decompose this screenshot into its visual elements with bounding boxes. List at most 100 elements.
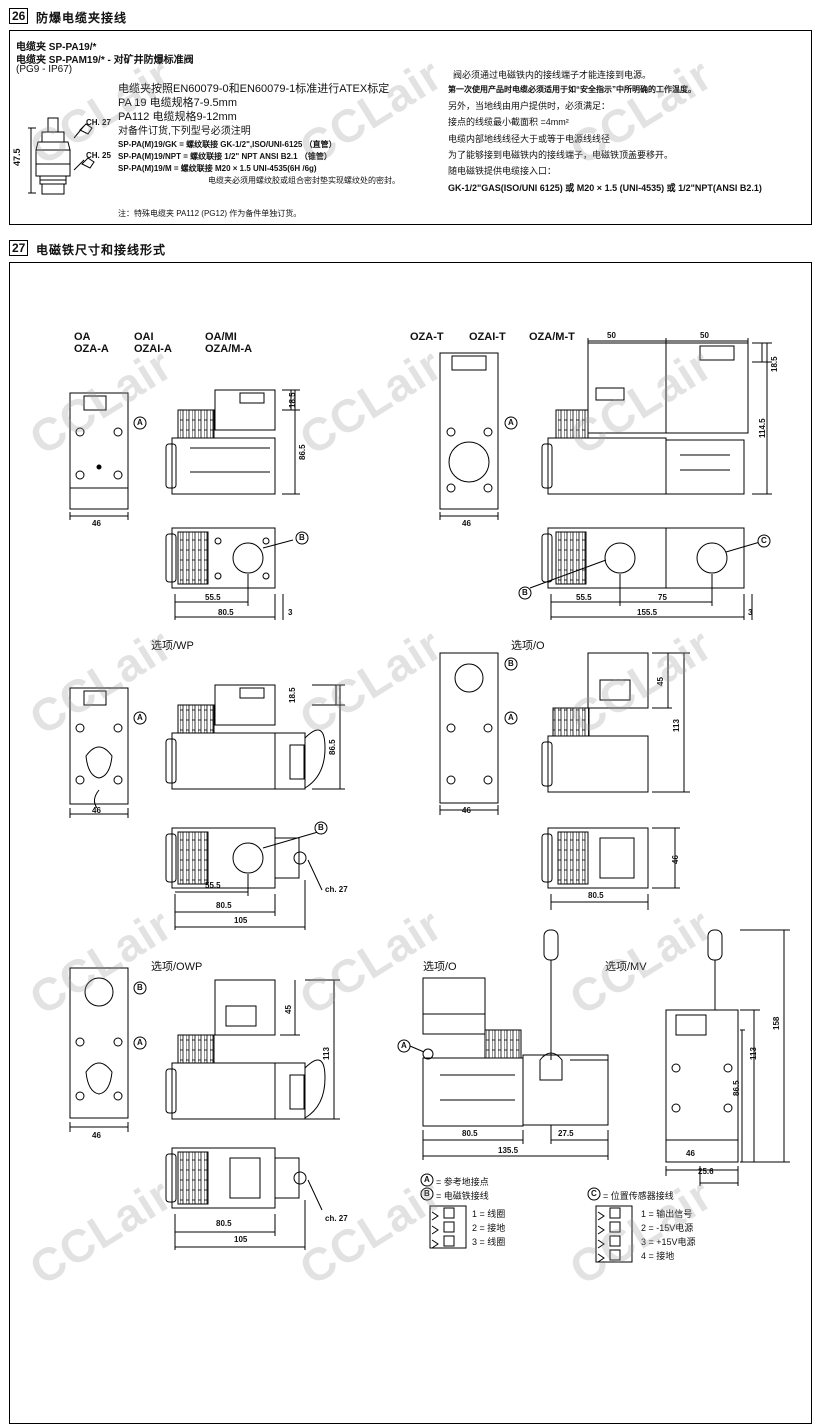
label-oza-a: OZA-A (74, 343, 109, 355)
label-oai: OAI (134, 331, 154, 343)
dim-ozat-18-5: 18.5 (770, 356, 779, 372)
wiring-note-1: 阀必须通过电磁铁内的接线端子才能连接到电源。 (453, 70, 652, 80)
dim-ozat-50-b: 50 (700, 331, 709, 340)
legend-b-item-3: 3 = 线圈 (472, 1237, 506, 1247)
dim-oa-3: 3 (288, 608, 293, 617)
wp-side-view (165, 684, 345, 790)
wiring-note-8: GK-1/2"GAS(ISO/UNI 6125) 或 M20 × 1.5 (UN… (448, 183, 762, 193)
gland-heading-1: 电缆夹 SP-PA19/* (16, 42, 97, 53)
section-number-27: 27 (9, 240, 29, 256)
opt-o-side-view (541, 652, 690, 793)
owp-front-view (69, 967, 129, 1132)
ozat-top-view (529, 527, 761, 620)
label-option-owp: 选项/OWP (151, 961, 203, 973)
dim-ozat-55-5: 55.5 (576, 593, 592, 602)
dim-oa-80-5: 80.5 (218, 608, 234, 617)
label-ozai-a: OZAI-A (134, 343, 172, 355)
dim-mv-158: 158 (772, 1016, 781, 1030)
dim-owp-ch27: ch. 27 (325, 1214, 348, 1223)
dim-lever-27-5: 27.5 (558, 1129, 574, 1138)
dim-wp-105: 105 (234, 916, 248, 925)
dim-wp-width-46: 46 (92, 806, 101, 815)
dim-owp-105: 105 (234, 1235, 248, 1244)
legend-b-item-2: 2 = 接地 (472, 1223, 506, 1233)
legend-b-item-1: 1 = 线圈 (472, 1209, 506, 1219)
marker-a: A (137, 713, 143, 722)
dim-oa-55-5: 55.5 (205, 593, 221, 602)
dim-ozat-width-46: 46 (462, 519, 471, 528)
marker-b: B (318, 823, 324, 832)
section-title-27: 电磁铁尺寸和接线形式 (36, 243, 167, 257)
legend-marker-a: A (424, 1175, 430, 1184)
legend-c-item-4: 4 = 接地 (641, 1251, 675, 1261)
ozat-front-view (439, 352, 499, 520)
legend-marker-b: B (424, 1189, 430, 1198)
legend-c-item-2: 2 = -15V电源 (641, 1223, 694, 1233)
label-option-wp: 选项/WP (151, 640, 194, 652)
oa-top-view (165, 527, 294, 620)
dim-ozat-50-a: 50 (607, 331, 616, 340)
opt-o-front-view (439, 652, 499, 815)
marker-circles (133, 416, 771, 1201)
dim-mv-46: 46 (686, 1149, 695, 1158)
dim-owp-113: 113 (322, 1047, 331, 1060)
section-title-26: 防爆电缆夹接线 (36, 11, 128, 25)
legend-marker-c: C (591, 1189, 597, 1198)
label-oza-m-a: OZA/M-A (205, 343, 253, 355)
dim-wp-80-5: 80.5 (216, 901, 232, 910)
marker-b: B (522, 588, 528, 597)
oa-side-view (165, 389, 300, 495)
dim-mv-86-5: 86.5 (732, 1080, 741, 1096)
dim-oa-width-46: 46 (92, 519, 101, 528)
legend-b-text: = 电磁铁接线 (436, 1191, 489, 1201)
legend-a-text: = 参考地接点 (436, 1177, 489, 1187)
gland-desc-3: PA112 电缆规格9-12mm (118, 111, 237, 123)
dim-owp-width-46: 46 (92, 1131, 101, 1140)
legend-c-text: = 位置传感器接线 (603, 1191, 674, 1201)
dim-mv-113: 113 (749, 1047, 758, 1060)
order-code-gk: SP-PA(M)19/GK = 螺纹联接 GK-1/2",ISO/UNI-612… (118, 140, 337, 149)
marker-b: B (299, 533, 305, 542)
dim-wp-86-5: 86.5 (328, 739, 337, 755)
marker-b: B (508, 659, 514, 668)
marker-a: A (137, 418, 143, 427)
label-oza-t: OZA-T (410, 331, 444, 343)
dim-wp-ch27: ch. 27 (325, 885, 348, 894)
dim-ozat-155-5: 155.5 (637, 608, 658, 617)
special-gland-note: 注：特殊电缆夹 PA112 (PG12) 作为备件单独订货。 (118, 209, 302, 218)
owp-top-view (165, 1147, 323, 1250)
cable-gland-panel (9, 30, 812, 225)
gland-ch25-label: CH. 25 (86, 151, 111, 160)
wiring-note-7: 随电磁铁提供电缆接入口： (448, 166, 557, 176)
legend-c-item-3: 3 = +15V电源 (641, 1237, 696, 1247)
wiring-note-5: 电缆内部地线线径大于或等于电源线线径 (448, 134, 611, 144)
dim-lever-80-5: 80.5 (462, 1129, 478, 1138)
dim-ozat-75: 75 (658, 593, 667, 602)
dim-wp-55-5: 55.5 (205, 881, 221, 890)
dim-ozat-3: 3 (748, 608, 753, 617)
gland-desc-2: PA 19 电缆规格7-9.5mm (118, 97, 237, 109)
wp-top-view (165, 827, 323, 930)
opt-mv-view (665, 929, 790, 1186)
order-code-m: SP-PA(M)19/M = 螺纹联接 M20 × 1.5 UNI-4535(6… (118, 164, 317, 173)
order-note-seal: 电缆夹必须用螺纹胶或组合密封垫实现螺纹处的密封。 (208, 176, 400, 185)
gland-heading-2: 电缆夹 SP-PAM19/* - 对矿井防爆标准阀 (16, 55, 194, 66)
gland-ch27-label: CH. 27 (86, 118, 111, 127)
oa-front-view (69, 392, 129, 520)
dim-ozat-114-5: 114.5 (758, 418, 767, 438)
label-option-o-lower: 选项/O (423, 961, 457, 973)
label-oza-m-t: OZA/M-T (529, 331, 575, 343)
opt-o-lever-view (409, 929, 609, 1160)
marker-a: A (508, 713, 514, 722)
dim-lever-135-5: 135.5 (498, 1146, 519, 1155)
dim-opt-o-width-46: 46 (462, 806, 471, 815)
connector-c-symbol (595, 1205, 633, 1263)
opt-o-top-view (541, 827, 680, 910)
dim-oa-18-5: 18.5 (288, 392, 297, 408)
dim-opt-o-46-side: 46 (671, 855, 680, 864)
label-option-mv: 选项/MV (605, 961, 647, 973)
owp-side-view (165, 979, 340, 1120)
marker-a: A (401, 1041, 407, 1050)
dim-mv-25-6: 25.6 (698, 1167, 714, 1176)
wiring-note-3: 另外，当地线由用户提供时，必须满足： (448, 101, 611, 111)
